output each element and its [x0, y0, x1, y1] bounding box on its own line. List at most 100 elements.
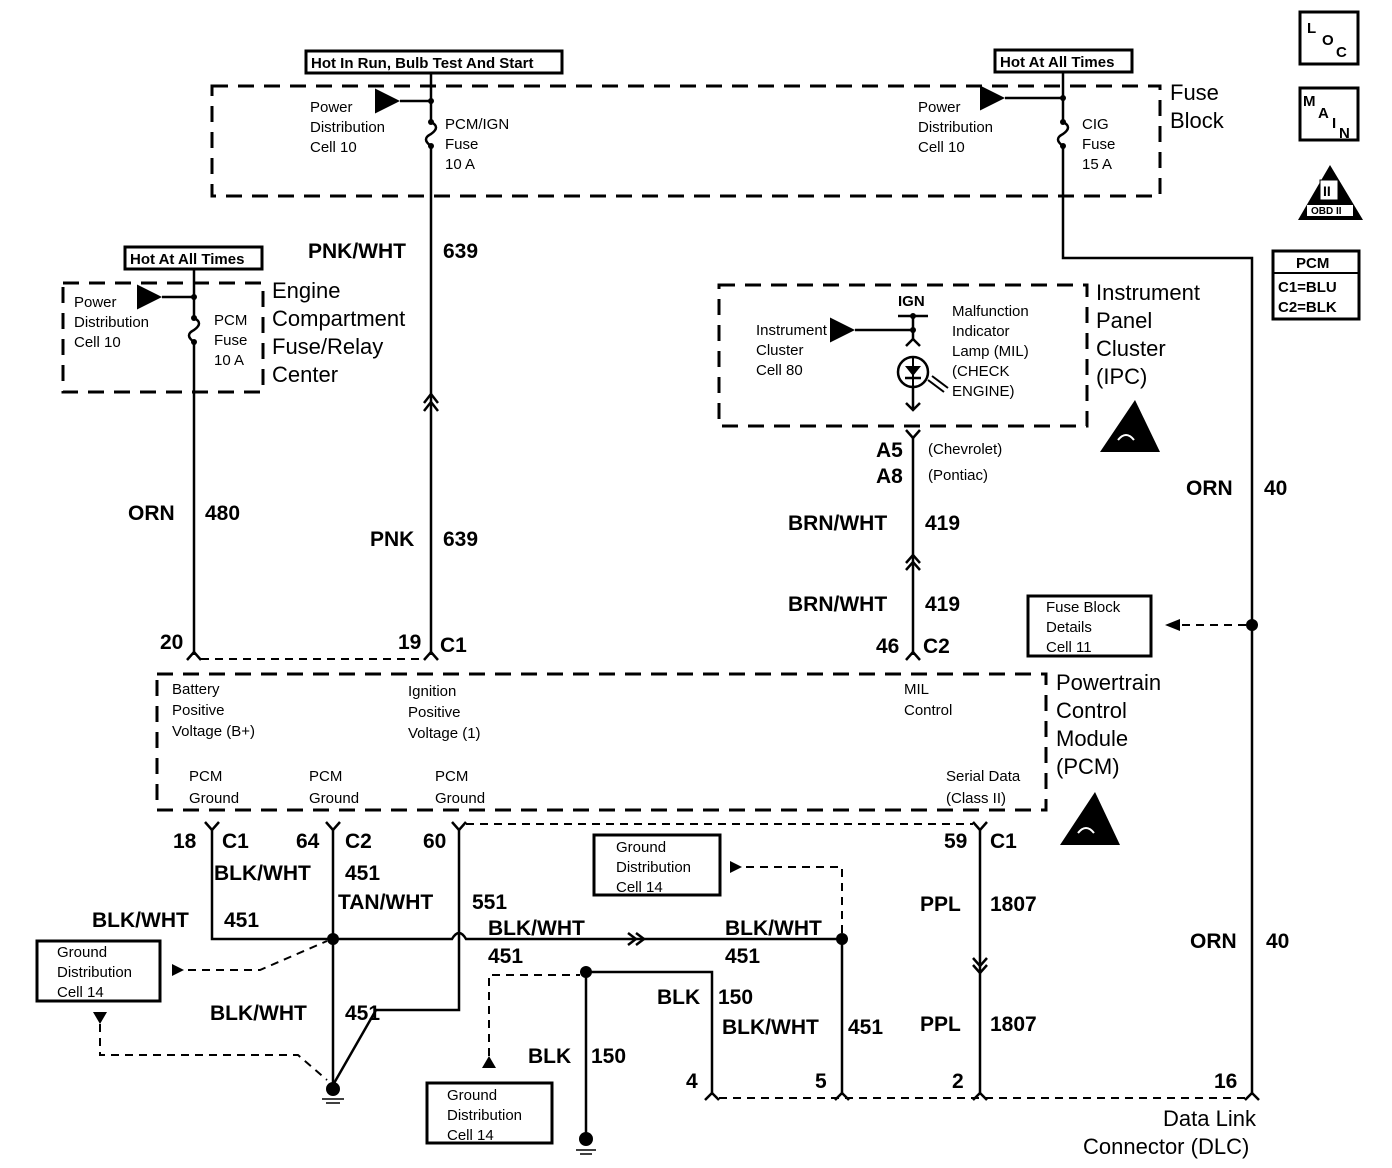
svg-text:O: O — [1322, 32, 1334, 49]
wire-blk-150[interactable]: BLK 150 BLK 150 — [528, 966, 753, 1135]
svg-text:Ground: Ground — [309, 790, 359, 807]
svg-text:Cell 80: Cell 80 — [756, 362, 803, 379]
svg-text:ORN: ORN — [128, 502, 175, 525]
wire-blk-wht-451-ground[interactable]: BLK/WHT 451 BLK/WHT 451 BLK/WHT 451 BLK/… — [92, 830, 883, 1095]
svg-text:Ground: Ground — [189, 790, 239, 807]
svg-text:(Class II): (Class II) — [946, 790, 1006, 807]
ground-distribution-link-2[interactable]: Ground Distribution Cell 14 — [592, 833, 843, 933]
svg-text:451: 451 — [848, 1016, 883, 1039]
svg-text:451: 451 — [224, 909, 259, 932]
svg-text:TAN/WHT: TAN/WHT — [338, 891, 433, 914]
main-icon[interactable]: M A I N — [1298, 86, 1360, 142]
svg-text:Cell 10: Cell 10 — [918, 139, 965, 156]
wire-ppl-1807[interactable]: PPL 1807 PPL 1807 — [920, 830, 1037, 1095]
svg-text:A5: A5 — [876, 439, 903, 462]
svg-text:46: 46 — [876, 635, 899, 658]
svg-text:60: 60 — [423, 830, 446, 853]
data-link-connector: 4 5 2 16 Data Link Connector (DLC) — [686, 1070, 1260, 1159]
svg-text:BRN/WHT: BRN/WHT — [788, 593, 887, 616]
svg-text:639: 639 — [443, 240, 478, 263]
svg-text:Center: Center — [272, 362, 338, 387]
svg-text:16: 16 — [1214, 1070, 1237, 1093]
svg-text:Cell 14: Cell 14 — [447, 1127, 494, 1144]
svg-text:Ground: Ground — [447, 1087, 497, 1104]
svg-text:PCM: PCM — [309, 768, 342, 785]
svg-text:Cell 10: Cell 10 — [74, 334, 121, 351]
svg-text:BLK/WHT: BLK/WHT — [92, 909, 189, 932]
svg-text:(CHECK: (CHECK — [952, 363, 1010, 380]
svg-text:15 A: 15 A — [1082, 156, 1112, 173]
hot-in-run-text: Hot In Run, Bulb Test And Start — [311, 55, 533, 72]
svg-text:M: M — [1303, 93, 1316, 110]
svg-text:PPL: PPL — [920, 893, 961, 916]
svg-text:(Pontiac): (Pontiac) — [928, 467, 988, 484]
svg-text:Fuse: Fuse — [1082, 136, 1115, 153]
svg-text:C2: C2 — [923, 635, 950, 658]
svg-text:150: 150 — [591, 1045, 626, 1068]
engine-compartment-fuse-relay-center: Engine Compartment Fuse/Relay Center Pow… — [61, 270, 405, 394]
svg-text:ORN: ORN — [1186, 477, 1233, 500]
svg-text:PCM/IGN: PCM/IGN — [445, 116, 509, 133]
svg-text:PPL: PPL — [920, 1013, 961, 1036]
svg-text:IGN: IGN — [898, 293, 925, 310]
svg-text:Data Link: Data Link — [1163, 1106, 1257, 1131]
svg-text:Details: Details — [1046, 619, 1092, 636]
fuse-block: Fuse Block Power Distribution Cell 10 PC… — [210, 80, 1225, 198]
svg-text:Power: Power — [310, 99, 353, 116]
svg-text:PNK: PNK — [370, 528, 414, 551]
svg-text:Ground: Ground — [616, 839, 666, 856]
svg-text:Cell 14: Cell 14 — [616, 879, 663, 896]
svg-text:Distribution: Distribution — [74, 314, 149, 331]
wire-tan-wht-551[interactable]: TAN/WHT 551 — [331, 830, 507, 1086]
svg-text:Panel: Panel — [1096, 308, 1152, 333]
svg-text:Distribution: Distribution — [447, 1107, 522, 1124]
svg-text:419: 419 — [925, 512, 960, 535]
svg-text:Malfunction: Malfunction — [952, 303, 1029, 320]
svg-text:PCM: PCM — [214, 312, 247, 329]
wire-pnk-639[interactable]: PNK/WHT 639 PNK 639 — [308, 146, 478, 655]
esd-icon-pcm — [1060, 792, 1120, 845]
svg-text:A8: A8 — [876, 465, 903, 488]
svg-text:Indicator: Indicator — [952, 323, 1010, 340]
wire-orn-480[interactable]: ORN 480 — [128, 342, 240, 655]
svg-text:10 A: 10 A — [214, 352, 244, 369]
svg-text:Ignition: Ignition — [408, 683, 456, 700]
svg-text:L: L — [1307, 20, 1316, 37]
svg-text:Cluster: Cluster — [1096, 336, 1166, 361]
ground-distribution-link-1[interactable]: Ground Distribution Cell 14 — [35, 939, 328, 1081]
svg-text:C1: C1 — [440, 634, 467, 657]
svg-text:40: 40 — [1264, 477, 1287, 500]
svg-text:Fuse/Relay: Fuse/Relay — [272, 334, 383, 359]
svg-text:551: 551 — [472, 891, 507, 914]
svg-text:Distribution: Distribution — [918, 119, 993, 136]
svg-text:480: 480 — [205, 502, 240, 525]
wire-orn-40[interactable]: ORN 40 ORN 40 — [1061, 146, 1289, 1095]
loc-icon[interactable]: L O C — [1298, 10, 1360, 66]
obd-ii-icon[interactable]: II OBD II — [1298, 165, 1363, 220]
svg-text:BLK/WHT: BLK/WHT — [725, 917, 822, 940]
mil-lamp-icon — [896, 355, 949, 412]
pcm-top-connectors: 20 19 C1 46 C2 — [160, 631, 950, 661]
svg-text:20: 20 — [160, 631, 183, 654]
svg-text:40: 40 — [1266, 930, 1289, 953]
wire-brn-wht-419[interactable]: A5 A8 (Chevrolet) (Pontiac) BRN/WHT 419 … — [788, 429, 1002, 655]
svg-text:Hot At All Times: Hot At All Times — [130, 251, 244, 268]
svg-text:Fuse: Fuse — [445, 136, 478, 153]
svg-text:Fuse: Fuse — [214, 332, 247, 349]
svg-text:Positive: Positive — [172, 702, 225, 719]
svg-text:639: 639 — [443, 528, 478, 551]
svg-text:Connector (DLC): Connector (DLC) — [1083, 1134, 1249, 1159]
hot-in-run-label: Hot In Run, Bulb Test And Start — [304, 49, 564, 75]
fuse-block-details-link[interactable]: Fuse Block Details Cell 11 — [1026, 594, 1153, 658]
svg-text:150: 150 — [718, 986, 753, 1009]
svg-text:Control: Control — [904, 702, 952, 719]
svg-text:Distribution: Distribution — [57, 964, 132, 981]
svg-text:Cell 11: Cell 11 — [1046, 639, 1092, 656]
svg-text:PCM: PCM — [435, 768, 468, 785]
ground-distribution-link-3[interactable]: Ground Distribution Cell 14 — [425, 974, 580, 1145]
svg-text:64: 64 — [296, 830, 320, 853]
svg-text:(Chevrolet): (Chevrolet) — [928, 441, 1002, 458]
svg-text:Power: Power — [74, 294, 117, 311]
svg-text:Serial Data: Serial Data — [946, 768, 1021, 785]
